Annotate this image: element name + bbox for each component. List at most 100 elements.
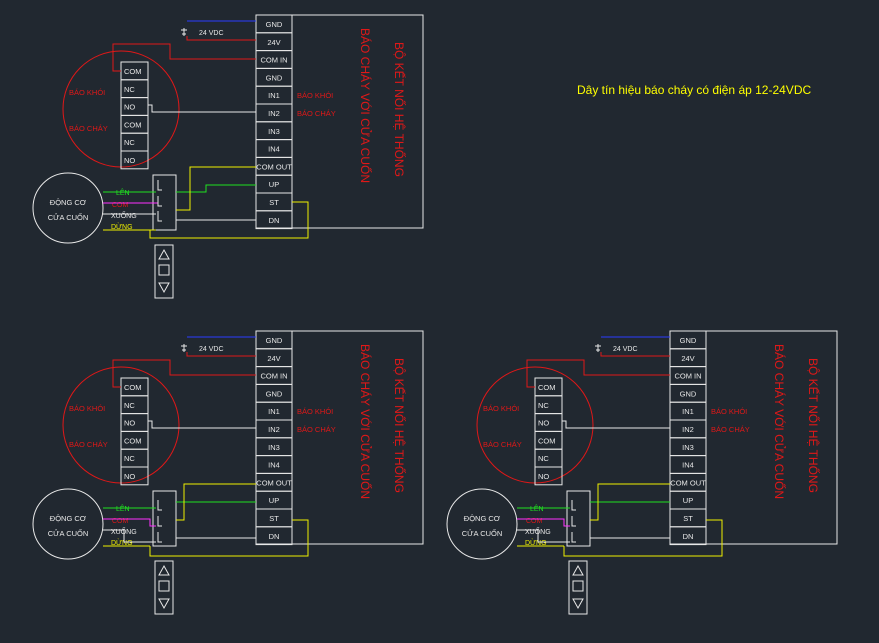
terminal-label: 24V	[681, 354, 694, 363]
terminal-label: DN	[683, 532, 694, 541]
motor-label-1: ĐỘNG CƠ	[50, 198, 87, 207]
in2-label: BÁO CHÁY	[297, 109, 336, 118]
st-loop-wire	[149, 201, 309, 239]
motor-circle	[32, 488, 104, 560]
motor-label-2: CỬA CUỐN	[462, 528, 503, 538]
terminal-label: IN2	[268, 109, 280, 118]
no-wire	[562, 420, 670, 429]
supply-label: 24 VDC	[613, 346, 638, 353]
terminal-label: IN4	[268, 461, 280, 470]
detector-terminal-label: NC	[538, 454, 549, 463]
detector-terminal	[120, 150, 149, 170]
terminal-label: IN2	[682, 425, 694, 434]
motor-label-2: CỬA CUỐN	[48, 212, 89, 222]
contact	[157, 516, 162, 527]
terminal-label: IN4	[268, 145, 280, 154]
contact	[157, 196, 162, 207]
down-triangle-icon	[158, 282, 170, 294]
up-out-wire	[176, 184, 256, 193]
terminal-label: 24V	[267, 38, 280, 47]
com-out-wire	[176, 483, 256, 521]
up-triangle-icon	[158, 248, 170, 260]
up-triangle-icon	[158, 564, 170, 576]
motor-circle	[32, 172, 104, 244]
remote-box	[568, 560, 588, 615]
terminal-label: UP	[269, 180, 279, 189]
terminal-dn	[669, 526, 707, 546]
contact	[571, 516, 576, 527]
terminal-label: COM OUT	[670, 478, 706, 487]
stop-square-icon	[572, 580, 584, 592]
down-triangle-icon	[572, 598, 584, 610]
detector-terminal-label: NC	[124, 85, 135, 94]
supply-24v-wire	[600, 352, 670, 357]
terminal-label: DN	[269, 532, 280, 541]
terminal-label: ST	[269, 198, 279, 207]
box-vertical-text-1: BỘ KẾT NỐI HỆ THỐNG	[806, 358, 821, 493]
detector-terminal-label: NC	[124, 454, 135, 463]
box-vertical-text-2: BÁO CHÁY VỚI CỬA CUỐN	[358, 344, 373, 499]
in1-label: BÁO KHÓI	[297, 91, 333, 100]
com-in-wire	[112, 43, 256, 72]
stop-square-icon	[158, 580, 170, 592]
up-triangle-icon	[572, 564, 584, 576]
stop-square-icon	[158, 264, 170, 276]
terminal-label: GND	[680, 336, 697, 345]
detector-label-smoke: BÁO KHÓI	[483, 404, 519, 413]
terminal-label: IN1	[268, 91, 280, 100]
diagram-title: Dây tín hiệu báo cháy có điện áp 12-24VD…	[577, 83, 811, 97]
detector-terminal-label: COM	[124, 383, 142, 392]
wire-label-stop: DỪNG	[525, 538, 547, 547]
detector-terminal	[120, 466, 149, 486]
terminal-label: GND	[266, 20, 283, 29]
in2-label: BÁO CHÁY	[297, 425, 336, 434]
terminal-label: UP	[269, 496, 279, 505]
st-loop-wire	[563, 519, 723, 557]
wire-label-com: COM	[526, 518, 543, 525]
remote-box	[154, 560, 174, 615]
in1-label: BÁO KHÓI	[297, 407, 333, 416]
wire-label-com: COM	[112, 518, 129, 525]
detector-label-fire: BÁO CHÁY	[69, 124, 108, 133]
terminal-label: GND	[266, 73, 283, 82]
motor-label-1: ĐỘNG CƠ	[464, 514, 501, 523]
switch-box	[566, 490, 591, 547]
detector-terminal-label: NO	[124, 419, 135, 428]
com-out-wire	[176, 166, 256, 211]
terminal-label: COM IN	[260, 56, 287, 65]
detector-terminal-label: NO	[124, 156, 135, 165]
wire-label-stop: DỪNG	[111, 222, 133, 231]
terminal-label: COM IN	[674, 372, 701, 381]
detector-terminal-label: NO	[538, 419, 549, 428]
motor-circle	[446, 488, 518, 560]
wire-label-stop: DỪNG	[111, 538, 133, 547]
detector-label-smoke: BÁO KHÓI	[69, 404, 105, 413]
motor-label-2: CỬA CUỐN	[48, 528, 89, 538]
supply-24v-wire	[186, 36, 256, 41]
detector-terminal-label: COM	[538, 436, 556, 445]
terminal-label: IN2	[268, 425, 280, 434]
down-wire	[517, 529, 570, 543]
in2-label: BÁO CHÁY	[711, 425, 750, 434]
no-wire	[148, 420, 256, 429]
supply-24v-wire	[186, 352, 256, 357]
switch-box	[152, 490, 177, 547]
wire-label-down: XUỐNG	[111, 210, 137, 220]
detector-label-fire: BÁO CHÁY	[69, 440, 108, 449]
box-vertical-text-1: BỘ KẾT NỐI HỆ THỐNG	[392, 358, 407, 493]
detector-terminal-label: NC	[124, 401, 135, 410]
supply-label: 24 VDC	[199, 30, 224, 37]
com-wire	[517, 518, 570, 527]
terminal-label: IN4	[682, 461, 694, 470]
terminal-label: COM OUT	[256, 162, 292, 171]
detector-terminal-label: NO	[124, 472, 135, 481]
com-wire	[103, 518, 156, 527]
terminal-label: GND	[266, 336, 283, 345]
terminal-label: IN1	[268, 407, 280, 416]
down-triangle-icon	[158, 598, 170, 610]
remote-box	[154, 244, 174, 299]
